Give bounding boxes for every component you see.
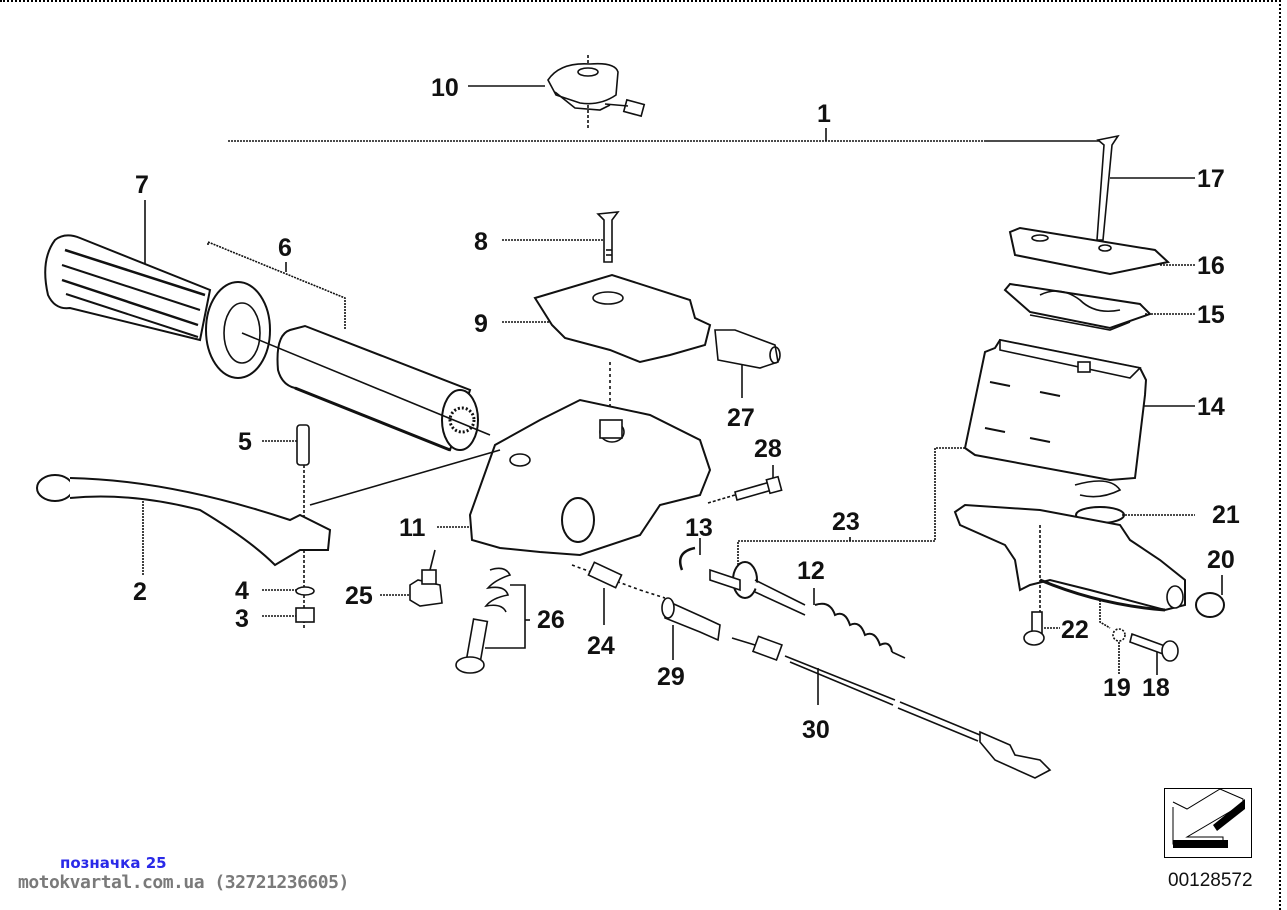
part-24-brake-switch-drawing (571, 561, 641, 625)
callout-6[interactable]: 6 (278, 234, 292, 262)
part-28-bolt-drawing (707, 465, 783, 504)
watermark-label: позначка 25 (60, 854, 167, 872)
callout-1[interactable]: 1 (817, 100, 831, 128)
callout-14[interactable]: 14 (1197, 393, 1225, 421)
callout-21[interactable]: 21 (1212, 501, 1240, 529)
part-13-circlip-drawing (678, 538, 701, 571)
callout-13[interactable]: 13 (685, 514, 713, 542)
part-19-lock-washer-drawing (1099, 600, 1126, 675)
part-8-screw-drawing (502, 211, 620, 263)
part-22-screw-drawing (1023, 611, 1060, 646)
part-2-lever-drawing (36, 474, 332, 575)
callout-3[interactable]: 3 (235, 605, 249, 633)
callout-15[interactable]: 15 (1197, 301, 1225, 329)
callout-24[interactable]: 24 (587, 632, 615, 660)
callout-19[interactable]: 19 (1103, 674, 1131, 702)
callout-7[interactable]: 7 (135, 171, 149, 199)
callout-11[interactable]: 11 (399, 514, 426, 542)
callout-12[interactable]: 12 (797, 557, 825, 585)
callout-27[interactable]: 27 (727, 404, 755, 432)
callout-18[interactable]: 18 (1142, 674, 1170, 702)
part-9-cover-drawing (502, 273, 712, 420)
callout-20[interactable]: 20 (1207, 546, 1235, 574)
callout-17[interactable]: 17 (1197, 165, 1225, 193)
watermark-site: motokvartal.com.ua (32721236605) (18, 872, 349, 893)
part-4-washer-drawing (262, 586, 315, 596)
part-20-cap-drawing (1195, 575, 1225, 618)
callout-2[interactable]: 2 (133, 578, 147, 606)
part-25-adjuster-drawing (380, 549, 443, 607)
callout-28[interactable]: 28 (754, 435, 782, 463)
callout-8[interactable]: 8 (474, 228, 488, 256)
part-7-grip-drawing (44, 200, 271, 379)
part-18-bolt-drawing (1129, 632, 1179, 675)
diagram-number: 00128572 (1168, 870, 1253, 891)
orientation-arrow-icon (1164, 788, 1252, 858)
part-17-long-screw-drawing (1096, 134, 1195, 241)
callout-9[interactable]: 9 (474, 310, 488, 338)
part-26-screw-spring-drawing (455, 567, 530, 674)
part-11-housing-drawing (309, 398, 712, 557)
part-21-sealing-ring-drawing (1074, 480, 1195, 524)
part-16-reservoir-cover-drawing (1008, 226, 1195, 276)
part-12-piston-drawing (709, 561, 906, 659)
callout-16[interactable]: 16 (1197, 252, 1225, 280)
callout-4[interactable]: 4 (235, 577, 249, 605)
callout-29[interactable]: 29 (657, 663, 685, 691)
callout-10[interactable]: 10 (431, 74, 459, 102)
callout-22[interactable]: 22 (1061, 616, 1089, 644)
part-14-reservoir-drawing (963, 338, 1195, 482)
part-10-switch-drawing (468, 55, 646, 128)
part-3-nut-drawing (262, 607, 315, 623)
part-30-cable-drawing (731, 635, 1052, 779)
callout-26[interactable]: 26 (537, 606, 565, 634)
callout-25[interactable]: 25 (345, 582, 373, 610)
callout-23[interactable]: 23 (832, 508, 860, 536)
part-23-base-drawing (953, 503, 1186, 612)
part-27-boot-drawing (714, 329, 781, 398)
part-15-gasket-drawing (1003, 282, 1195, 331)
assembly-bracket-line (228, 128, 1110, 142)
callout-5[interactable]: 5 (238, 428, 252, 456)
part-23-master-cylinder-drawing (737, 447, 965, 565)
part-29-sleeve-drawing (639, 589, 721, 660)
callout-30[interactable]: 30 (802, 716, 830, 744)
part-6-throttle-tube-drawing (207, 240, 491, 452)
